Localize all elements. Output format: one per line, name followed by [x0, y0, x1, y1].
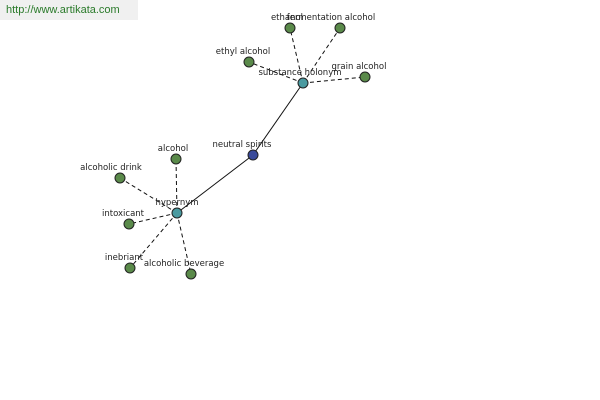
node-fermentation-alcohol[interactable] [334, 22, 346, 34]
watermark-link[interactable]: http://www.artikata.com [0, 0, 138, 20]
edge-hypernym-alcoholic-beverage [176, 212, 192, 275]
label-intoxicant: intoxicant [102, 209, 145, 219]
label-ethanol: ethanol [271, 13, 303, 23]
graph-labels: neutral spirits hypernym substance holon… [80, 13, 386, 269]
edge-hypernym-inebriant [129, 212, 178, 269]
node-hypernym[interactable] [171, 207, 183, 219]
node-neutral-spirits[interactable] [247, 149, 259, 161]
label-hypernym: hypernym [155, 198, 198, 208]
edge-center-hypernym [176, 154, 254, 214]
edge-center-substance-holonym [252, 82, 304, 156]
node-inebriant[interactable] [124, 262, 136, 274]
edge-holonym-ethyl-alcohol [248, 61, 304, 84]
label-inebriant: inebriant [105, 253, 144, 263]
node-alcoholic-beverage[interactable] [185, 268, 197, 280]
node-ethyl-alcohol[interactable] [243, 56, 255, 68]
label-alcohol: alcohol [158, 144, 188, 154]
label-fermentation-alcohol: fermentation alcohol [287, 13, 375, 23]
graph-nodes [114, 22, 371, 280]
node-alcoholic-drink[interactable] [114, 172, 126, 184]
node-intoxicant[interactable] [123, 218, 135, 230]
edge-holonym-ethanol [289, 27, 304, 84]
label-grain-alcohol: grain alcohol [332, 62, 387, 72]
node-alcohol[interactable] [170, 153, 182, 165]
edge-hypernym-alcohol [175, 158, 178, 214]
edge-holonym-grain-alcohol [302, 76, 366, 84]
label-ethyl-alcohol: ethyl alcohol [216, 47, 270, 57]
label-substance-holonym: substance holonym [258, 68, 341, 78]
edge-hypernym-intoxicant [128, 212, 178, 225]
label-alcoholic-drink: alcoholic drink [80, 163, 142, 173]
node-grain-alcohol[interactable] [359, 71, 371, 83]
label-alcoholic-beverage: alcoholic beverage [144, 259, 224, 269]
node-ethanol[interactable] [284, 22, 296, 34]
label-neutral-spirits: neutral spirits [213, 140, 272, 150]
node-substance-holonym[interactable] [297, 77, 309, 89]
graph-edges [119, 27, 366, 275]
